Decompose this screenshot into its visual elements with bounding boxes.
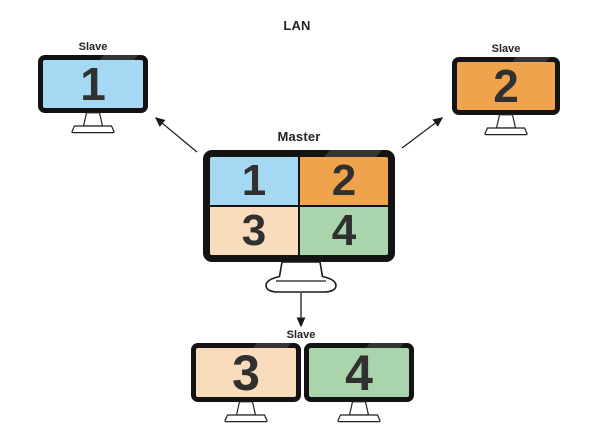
- slave1-monitor: 1: [38, 55, 148, 113]
- bezel-glare: [324, 150, 382, 157]
- slave4-monitor: 4: [304, 343, 414, 402]
- stand-base: [484, 127, 528, 136]
- quadrant-digit: 1: [241, 157, 267, 205]
- master-quadrant-1: 1: [210, 157, 298, 205]
- slave4-digit: 4: [345, 348, 373, 397]
- master-label: Master: [277, 129, 321, 144]
- master-screen: 1 2 3 4: [210, 157, 388, 255]
- stand-neck: [348, 401, 370, 416]
- stand-neck: [82, 112, 104, 127]
- stand-neck: [235, 401, 257, 416]
- diagram-title: LAN: [283, 18, 311, 33]
- slave1-screen: 1: [43, 60, 143, 108]
- quadrant-digit: 4: [331, 206, 357, 255]
- slave3-monitor: 3: [191, 343, 301, 402]
- quadrant-digit: 2: [331, 157, 357, 205]
- slave2-digit: 2: [493, 62, 519, 110]
- stand-pedestal: [265, 261, 337, 293]
- slave4-screen: 4: [309, 348, 409, 397]
- stand-base: [71, 125, 115, 134]
- master-monitor: 1 2 3 4: [203, 150, 395, 262]
- stand-base: [224, 414, 268, 423]
- master-quadrant-3: 3: [210, 207, 298, 255]
- slave3-screen: 3: [196, 348, 296, 397]
- master-quadrant-4: 4: [300, 207, 388, 255]
- slave2-stand: [484, 114, 528, 136]
- stand-base: [337, 414, 381, 423]
- master-stand: [265, 261, 337, 293]
- slave1-digit: 1: [80, 60, 106, 108]
- bezel-glare: [512, 57, 550, 62]
- bezel-glare: [100, 55, 138, 60]
- arrow-master-to-slave1: [154, 117, 198, 153]
- slave2-monitor: 2: [452, 57, 560, 115]
- stand-neck: [495, 114, 517, 129]
- slave1-label: Slave: [78, 41, 108, 53]
- slave2-label: Slave: [491, 43, 521, 55]
- master-quadrant-2: 2: [300, 157, 388, 205]
- slave3-stand: [224, 401, 268, 423]
- slave4-stand: [337, 401, 381, 423]
- slave1-stand: [71, 112, 115, 134]
- quadrant-digit: 3: [241, 206, 267, 255]
- slave3-digit: 3: [232, 348, 260, 397]
- slave2-screen: 2: [457, 62, 555, 110]
- slave-bottom-label: Slave: [286, 329, 316, 341]
- arrow-master-to-slave2: [401, 117, 444, 149]
- bezel-glare: [253, 343, 291, 348]
- bezel-glare: [366, 343, 404, 348]
